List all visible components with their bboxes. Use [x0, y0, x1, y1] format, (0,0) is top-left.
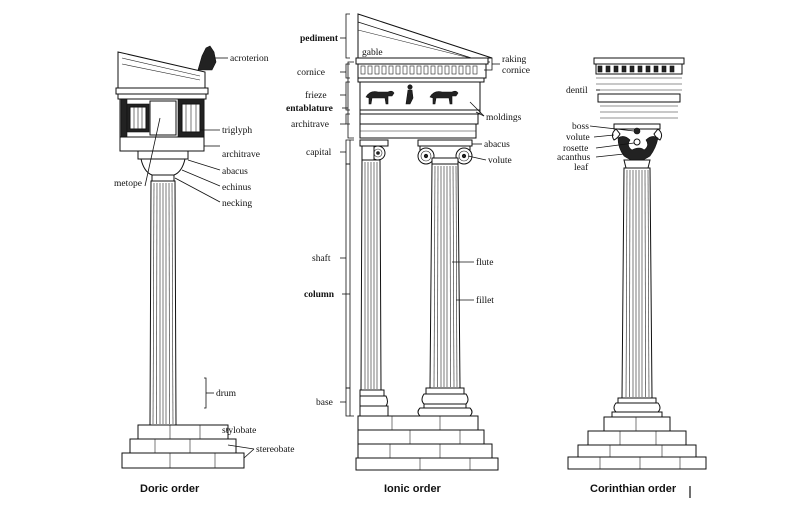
- corinthian-volute-left: [611, 128, 621, 141]
- label-frieze: frieze: [305, 90, 327, 101]
- doric-stylobate: [137, 424, 229, 440]
- ionic-leaders: [340, 13, 500, 417]
- doric-leaders: [144, 57, 255, 459]
- label-acanthus: acanthus: [557, 153, 591, 163]
- caption-ionic-order: Ionic order: [384, 483, 442, 495]
- label-metope: metope: [114, 179, 142, 189]
- ionic-abacus: [417, 139, 473, 147]
- doric-architrave: [119, 136, 205, 152]
- label-corinthian-volute: volute: [566, 133, 590, 143]
- ionic-architrave: [359, 113, 479, 125]
- label-dentil: dentil: [566, 86, 588, 96]
- label-moldings: moldings: [486, 113, 522, 123]
- corinthian-volute-right: [653, 128, 663, 141]
- corinthian-column: [567, 57, 707, 470]
- label-rosette: rosette: [563, 144, 588, 154]
- label-necking: necking: [222, 199, 252, 209]
- ionic-column-right: [417, 139, 473, 417]
- label-doric-architrave: architrave: [222, 150, 260, 160]
- label-doric-abacus: abacus: [222, 167, 248, 177]
- ionic-temple: [355, 13, 499, 471]
- label-flute: flute: [476, 257, 493, 268]
- label-echinus: echinus: [222, 183, 251, 193]
- doric-pediment: [117, 51, 206, 89]
- label-stylobate: stylobate: [222, 426, 256, 436]
- label-leaf: leaf: [574, 162, 589, 173]
- caption-doric-order: Doric order: [140, 483, 200, 495]
- label-pediment: pediment: [300, 34, 339, 44]
- label-fillet: fillet: [476, 295, 494, 306]
- corinthian-leaders: [589, 89, 635, 158]
- corinthian-boss: [633, 127, 641, 135]
- corinthian-rosette: [633, 138, 641, 146]
- doric-column: [115, 45, 245, 469]
- frieze-figures: [365, 84, 459, 105]
- label-raking-1: raking: [502, 55, 527, 65]
- label-shaft: shaft: [312, 253, 331, 264]
- label-capital: capital: [306, 148, 332, 158]
- label-triglyph: triglyph: [222, 126, 252, 136]
- label-entablature: entablature: [286, 104, 333, 114]
- doric-stereobate: [121, 452, 245, 469]
- label-column: column: [304, 290, 335, 300]
- label-ionic-abacus: abacus: [484, 140, 510, 150]
- label-drum: drum: [216, 389, 237, 399]
- label-gable: gable: [362, 48, 383, 58]
- label-stereobate: stereobate: [256, 445, 295, 455]
- label-ionic-cornice: cornice: [297, 68, 325, 78]
- ionic-column-left: [359, 139, 389, 417]
- label-ionic-architrave: architrave: [291, 120, 329, 130]
- label-raking-2: cornice: [502, 66, 530, 76]
- acroterion-ornament: [197, 45, 217, 71]
- label-base: base: [316, 398, 333, 408]
- label-acroterion: acroterion: [230, 54, 269, 64]
- label-ionic-volute: volute: [488, 156, 512, 166]
- label-boss: boss: [572, 122, 589, 132]
- caption-corinthian-order: Corinthian order: [590, 483, 677, 495]
